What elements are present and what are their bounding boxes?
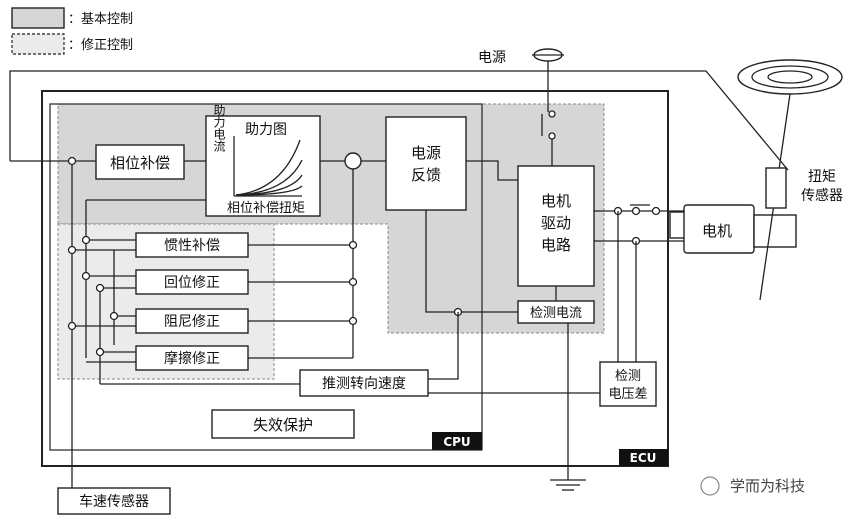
- junction-dot-1: [67, 245, 77, 255]
- junction-dot-4: [109, 311, 119, 321]
- cpu-label: CPU: [443, 435, 470, 449]
- junction-dot-6: [95, 347, 105, 357]
- detect-current-label: 检测电流: [530, 306, 582, 321]
- motor-label: 电机: [702, 222, 732, 240]
- detect-voltage-block: [599, 361, 657, 407]
- legend-basic-swatch: [11, 7, 65, 29]
- sum-junction: [344, 152, 362, 170]
- wechat-icon: [700, 476, 720, 496]
- sum-dot-1: [348, 240, 358, 250]
- power-feedback-label-1: 电源: [411, 144, 441, 162]
- current-to-estimate-line: [428, 312, 459, 380]
- assist-map-block: [205, 115, 321, 217]
- power-feedback-label-2: 反馈: [411, 166, 441, 184]
- map-curve-1: [235, 139, 301, 196]
- junction-dot-7: [81, 235, 91, 245]
- damping-correction-block: [135, 308, 249, 334]
- inertia-comp-label: 惯性补偿: [164, 237, 220, 254]
- estimate-speed-label: 推测转向速度: [322, 376, 406, 392]
- motor-drive-label-2: 驱动: [541, 214, 571, 232]
- legend-correction-label: ：修正控制: [68, 38, 133, 53]
- junction-dot-3: [95, 283, 105, 293]
- power-feedback-block: [385, 116, 467, 211]
- motor-drive-label-1: 电机: [541, 192, 571, 210]
- motor-gear-housing: [753, 214, 797, 248]
- motor-drive-label-3: 电路: [541, 236, 571, 254]
- return-correction-label: 回位修正: [164, 275, 220, 291]
- power-switch-dot-2: [548, 132, 556, 140]
- return-correction-block: [135, 269, 249, 295]
- torque-sensor-label-1: 扭矩: [808, 169, 836, 185]
- cpu-label-bg: [432, 432, 482, 450]
- steering-wheel-hub: [767, 70, 813, 84]
- assist-current-label: 助力电流: [212, 104, 226, 152]
- estimate-speed-block: [299, 369, 429, 397]
- damping-correction-label: 阻尼修正: [164, 314, 220, 330]
- torque-sensor-icon: [765, 167, 787, 209]
- sum-dot-3: [348, 316, 358, 326]
- ecu-label-bg: [619, 449, 668, 466]
- motor-wire-dot-2: [631, 206, 641, 216]
- inertia-comp-block: [135, 232, 249, 258]
- detect-voltage-label-1: 检测: [615, 369, 641, 384]
- legend-basic-label: ：基本控制: [68, 12, 133, 27]
- legend-correction-swatch: [11, 33, 65, 55]
- steering-wheel-outer: [737, 59, 843, 95]
- friction-correction-label: 摩擦修正: [164, 350, 220, 367]
- ecu-label: ECU: [630, 451, 657, 465]
- motor-wire-dot-3: [651, 206, 661, 216]
- watermark-text: 学而为科技: [730, 477, 805, 495]
- torque-signal-wire: [9, 70, 789, 171]
- motor-drive-block: [517, 165, 595, 287]
- power-switch-dot-1: [548, 110, 556, 118]
- phase-comp-block: [95, 144, 185, 180]
- current-feedback-line: [425, 210, 518, 313]
- speed-sensor-block: [57, 487, 171, 515]
- friction-correction-block: [135, 345, 249, 371]
- map-curve-4: [235, 185, 303, 196]
- sum-dot-2: [348, 277, 358, 287]
- fail-safe-label: 失效保护: [253, 416, 313, 434]
- detect-voltage-label-2: 电压差: [608, 387, 647, 402]
- fail-safe-block: [211, 409, 355, 439]
- phase-comp-label: 相位补偿: [110, 154, 170, 172]
- speed-sensor-label: 车速传感器: [79, 493, 149, 510]
- power-source-label: 电源: [478, 50, 506, 66]
- torque-tap-dot: [67, 156, 77, 166]
- cpu-box: [49, 103, 483, 451]
- torque-sensor-label-2: 传感器: [801, 187, 843, 204]
- junction-dot-2: [81, 271, 91, 281]
- phase-comp-torque-label: 相位补偿扭矩: [227, 201, 305, 216]
- junction-dot-5: [67, 321, 77, 331]
- feedback-to-drive-line: [466, 160, 518, 181]
- assist-map-title: 助力图: [245, 122, 287, 138]
- steering-wheel-rim: [751, 65, 829, 89]
